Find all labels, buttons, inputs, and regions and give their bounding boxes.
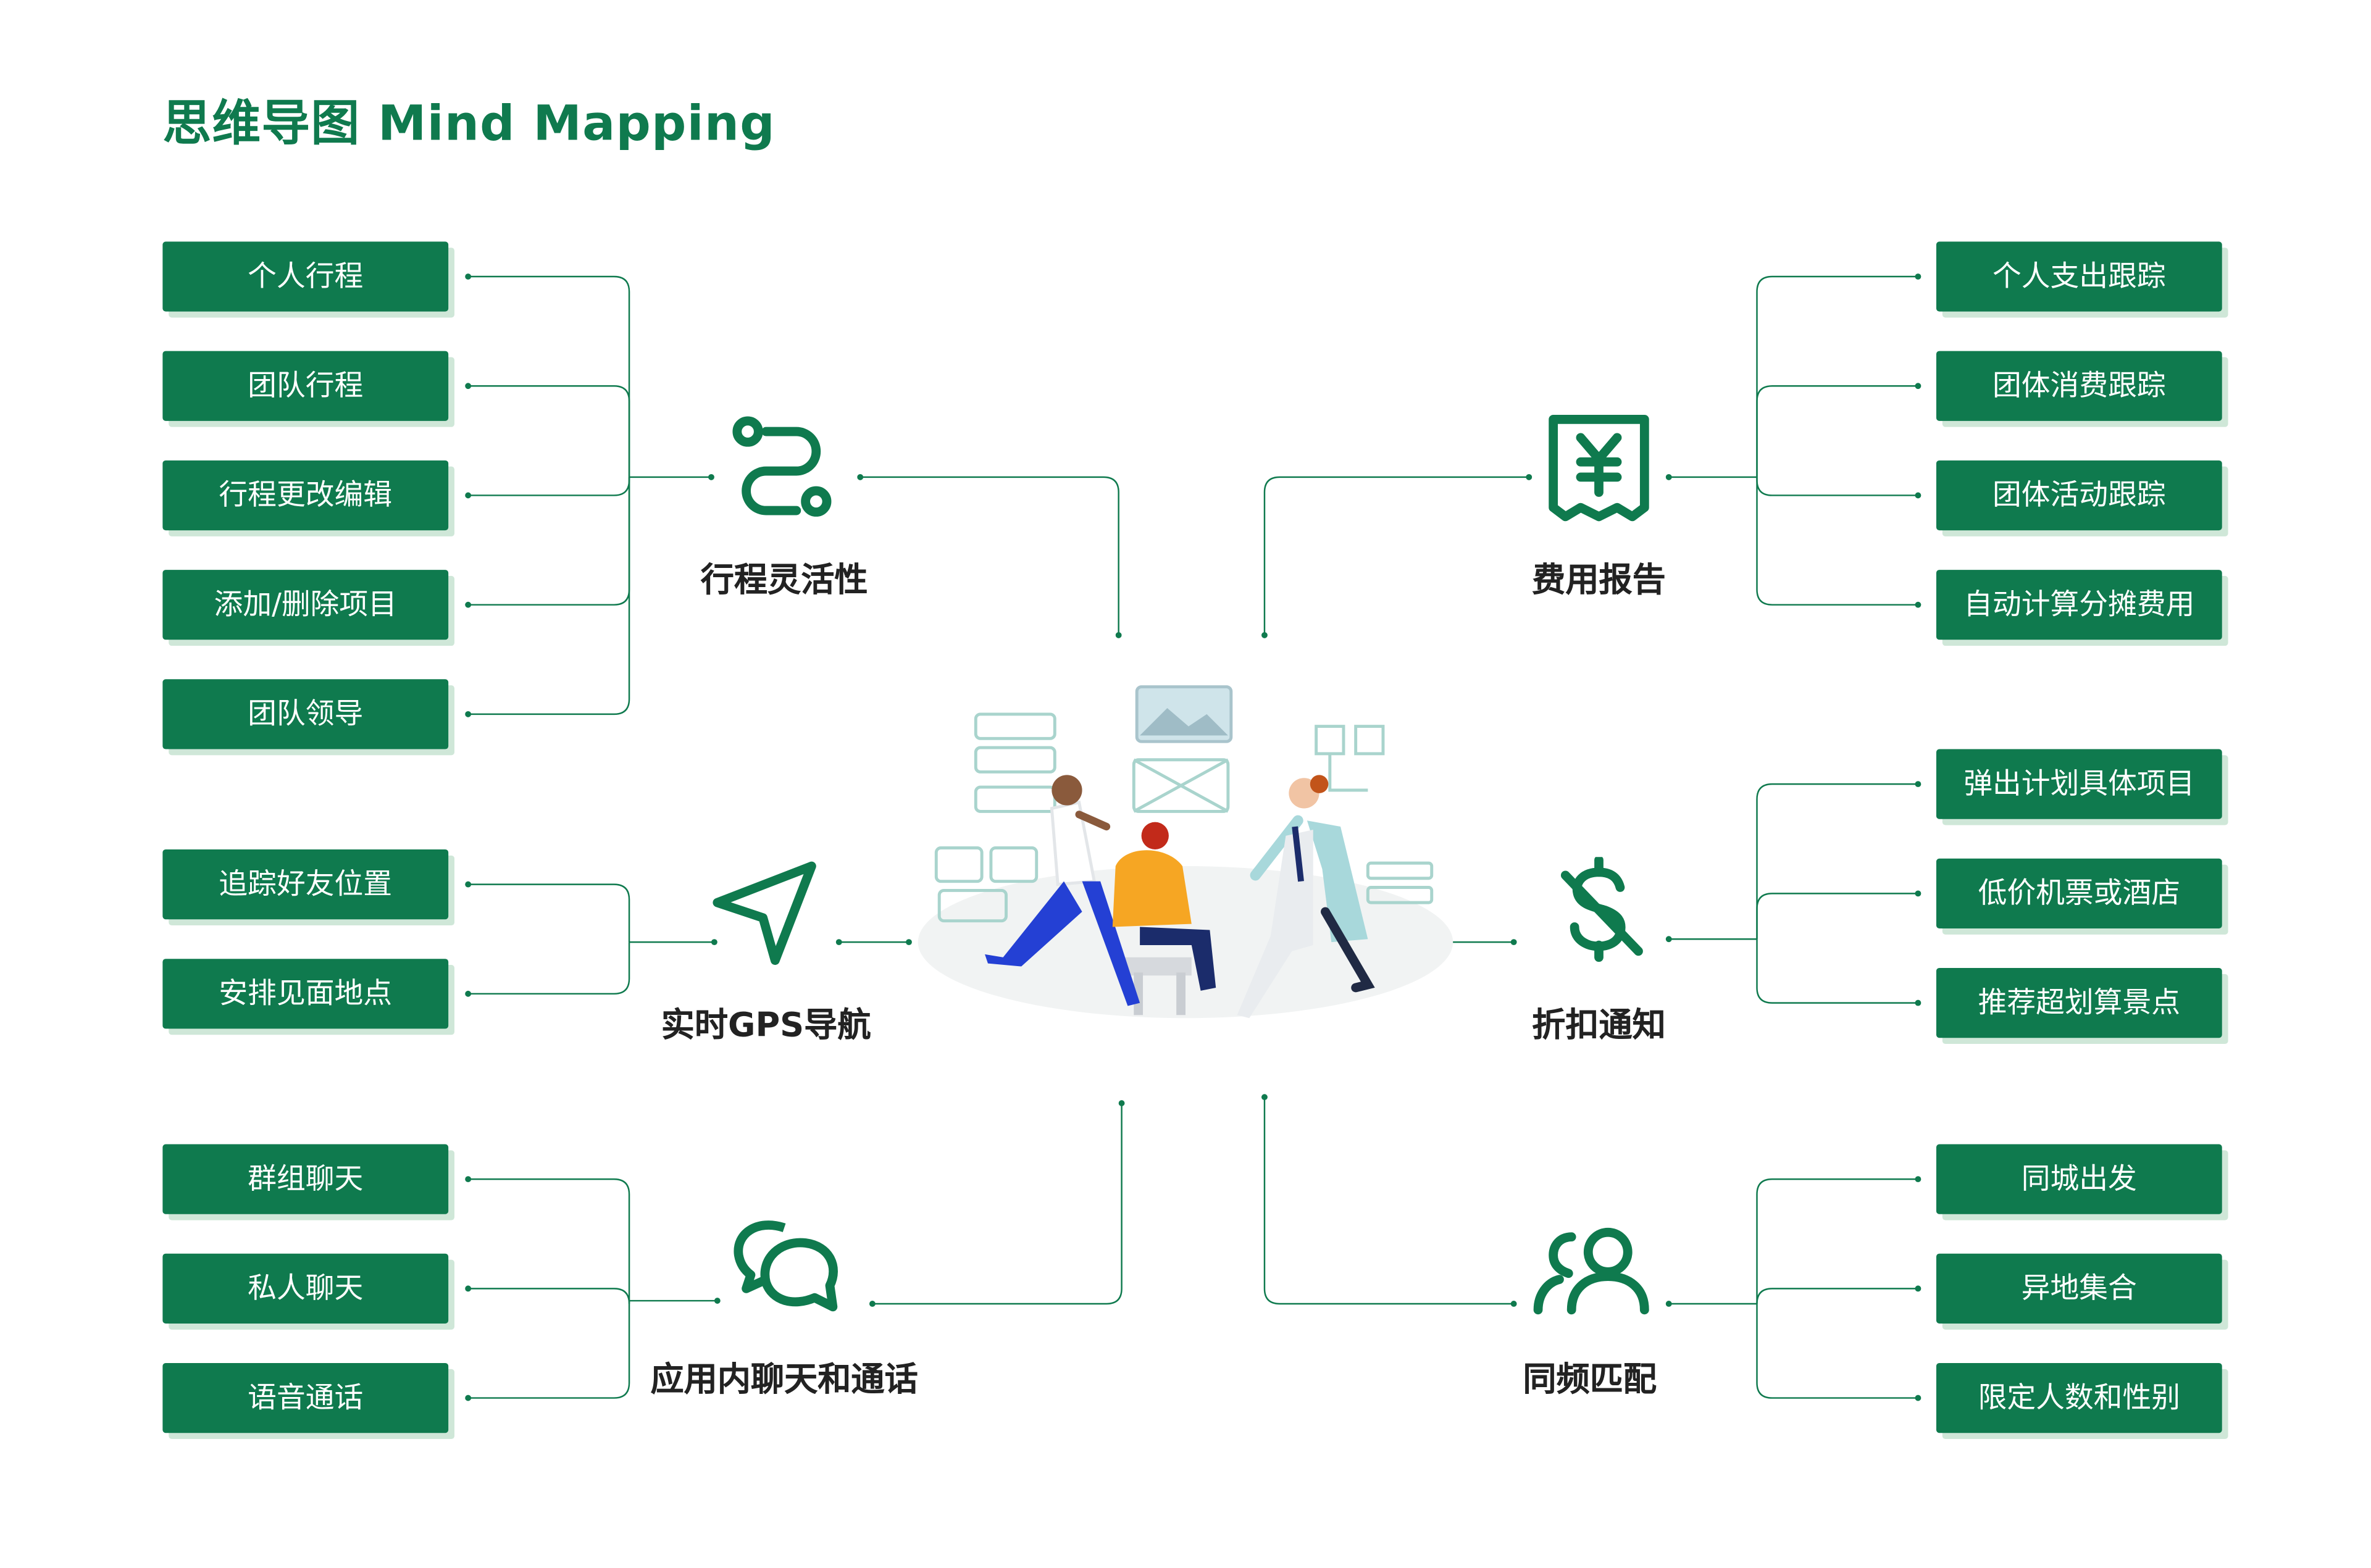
connector-line (468, 942, 630, 995)
node-expense-0[interactable]: 个人支出跟踪 (1936, 241, 2222, 312)
receipt-yen-icon (1549, 414, 1649, 522)
connector-dot (465, 1395, 472, 1401)
node-expense-3[interactable]: 自动计算分摊费用 (1936, 570, 2222, 640)
page-title: 思维导图 Mind Mapping (162, 94, 776, 152)
connector-dot (1115, 632, 1122, 638)
node-discount-1[interactable]: 低价机票或酒店 (1936, 858, 2222, 928)
chat-bubbles-icon (734, 1220, 838, 1312)
hub-label-chat: 应用内聊天和通话 (650, 1361, 918, 1400)
connector-line (468, 883, 630, 943)
connector-line (468, 477, 630, 496)
connector-dot (465, 601, 472, 608)
connector-line (1756, 783, 1918, 940)
node-itinerary-4[interactable]: 团队领导 (162, 679, 449, 749)
people-collaborating-illustration (918, 685, 1453, 1019)
connector-dot (465, 711, 472, 717)
connector-line (468, 385, 630, 477)
connector-dot (708, 473, 714, 480)
connector-dot (869, 1301, 876, 1307)
node-itinerary-3[interactable]: 添加/删除项目 (162, 570, 449, 640)
connector-dot (1915, 601, 1921, 608)
node-match-0[interactable]: 同城出发 (1936, 1144, 2222, 1214)
connector-dot (465, 492, 472, 499)
node-gps-1[interactable]: 安排见面地点 (162, 959, 449, 1029)
connector-line (468, 275, 630, 477)
connector-line (1756, 275, 1918, 477)
connector-dot (1665, 936, 1672, 943)
node-chat-2[interactable]: 语音通话 (162, 1362, 449, 1433)
connector-dot (1665, 1301, 1672, 1307)
connector-line (1756, 477, 1918, 606)
connector-dot (1915, 1176, 1921, 1183)
connector-line (1756, 477, 1918, 496)
users-icon (1533, 1227, 1649, 1315)
connector-line (1756, 385, 1918, 477)
connector-line (1756, 939, 1918, 1004)
node-itinerary-0[interactable]: 个人行程 (162, 241, 449, 312)
connector-line (468, 477, 630, 606)
node-expense-1[interactable]: 团体消费跟踪 (1936, 351, 2222, 421)
connector-dot (465, 383, 472, 390)
connector-dot (465, 990, 472, 997)
connector-dot (1915, 383, 1921, 390)
connector-dot (1665, 473, 1672, 480)
hub-label-gps: 实时GPS导航 (661, 1007, 871, 1046)
node-match-2[interactable]: 限定人数和性别 (1936, 1362, 2222, 1433)
connector-dot (714, 1298, 721, 1304)
node-itinerary-2[interactable]: 行程更改编辑 (162, 460, 449, 531)
connector-line (1756, 1178, 1918, 1304)
connector-dot (857, 473, 864, 480)
connector-line (1263, 1097, 1514, 1305)
dollar-discount-icon (1560, 857, 1643, 962)
node-expense-2[interactable]: 团体活动跟踪 (1936, 460, 2222, 531)
connector-line (1756, 893, 1918, 940)
navigation-arrow-icon (713, 861, 816, 965)
node-gps-0[interactable]: 追踪好友位置 (162, 849, 449, 920)
connector-line (1756, 1288, 1918, 1304)
connector-line (872, 1103, 1123, 1305)
route-icon (732, 416, 832, 517)
node-discount-0[interactable]: 弹出计划具体项目 (1936, 749, 2222, 819)
connector-dot (835, 939, 842, 946)
hub-label-itinerary: 行程灵活性 (700, 562, 868, 601)
node-chat-1[interactable]: 私人聊天 (162, 1253, 449, 1324)
node-match-1[interactable]: 异地集合 (1936, 1253, 2222, 1324)
connector-line (1263, 476, 1529, 635)
connector-line (468, 1178, 630, 1301)
node-chat-0[interactable]: 群组聊天 (162, 1144, 449, 1214)
connector-line (468, 477, 630, 715)
connector-dot (1510, 939, 1517, 946)
connector-dot (1915, 999, 1921, 1006)
connector-dot (465, 1285, 472, 1292)
node-itinerary-1[interactable]: 团队行程 (162, 351, 449, 421)
connector-dot (1510, 1301, 1517, 1307)
hub-label-match: 同频匹配 (1523, 1361, 1657, 1400)
connector-dot (1261, 632, 1268, 638)
connector-dot (465, 1176, 472, 1183)
connector-dot (1915, 273, 1921, 280)
connector-line (860, 476, 1119, 635)
connector-dot (711, 939, 717, 946)
connector-dot (1915, 1395, 1921, 1401)
hub-label-discount: 折扣通知 (1532, 1007, 1666, 1046)
connector-dot (1915, 492, 1921, 499)
connector-dot (1261, 1094, 1268, 1101)
connector-dot (1915, 890, 1921, 897)
hub-label-expense: 费用报告 (1532, 562, 1666, 601)
connector-line (468, 1288, 630, 1304)
connector-dot (465, 273, 472, 280)
connector-dot (1915, 1285, 1921, 1292)
connector-dot (1526, 473, 1533, 480)
connector-line (468, 1301, 630, 1399)
connector-dot (906, 939, 912, 946)
connector-dot (1118, 1100, 1125, 1106)
connector-dot (465, 881, 472, 888)
node-discount-2[interactable]: 推荐超划算景点 (1936, 967, 2222, 1038)
connector-dot (1915, 781, 1921, 788)
connector-line (1756, 1303, 1918, 1399)
